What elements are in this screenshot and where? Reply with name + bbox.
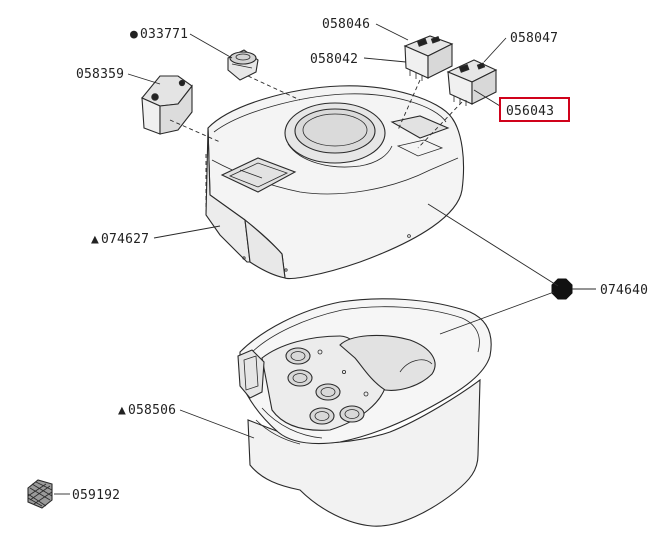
filter-cube-part bbox=[27, 479, 53, 509]
switch-part-2 bbox=[446, 59, 498, 106]
assembly-dashed-lines bbox=[169, 75, 463, 214]
callout-033771: 033771 bbox=[140, 27, 188, 42]
callout-074640: 074640 bbox=[600, 283, 648, 298]
callout-058042: 058042 bbox=[310, 52, 358, 67]
octagon-nut-part bbox=[551, 278, 573, 300]
callout-056043-highlight bbox=[499, 97, 570, 122]
tank-port-holes bbox=[285, 347, 369, 425]
callout-058359: 058359 bbox=[76, 67, 124, 82]
upper-cover-part bbox=[205, 85, 465, 279]
callout-058046: 058046 bbox=[322, 17, 370, 32]
callout-058506: 058506 bbox=[128, 403, 176, 418]
screw-cap-part bbox=[227, 49, 259, 81]
callout-058506-marker: ▲ bbox=[118, 403, 126, 418]
callout-059192: 059192 bbox=[72, 488, 120, 503]
lower-tank-part bbox=[237, 298, 492, 527]
block-part bbox=[141, 75, 193, 135]
leader-lines bbox=[54, 23, 596, 495]
callout-058047: 058047 bbox=[510, 31, 558, 46]
part-number-labels: ● 033771 058046 058042 058047 058359 056… bbox=[72, 17, 648, 503]
callout-033771-marker: ● bbox=[130, 27, 138, 42]
callout-074627: 074627 bbox=[101, 232, 149, 247]
switch-part-1 bbox=[403, 35, 454, 81]
callout-056043: 056043 bbox=[506, 104, 554, 119]
callout-074627-marker: ▲ bbox=[91, 232, 99, 247]
